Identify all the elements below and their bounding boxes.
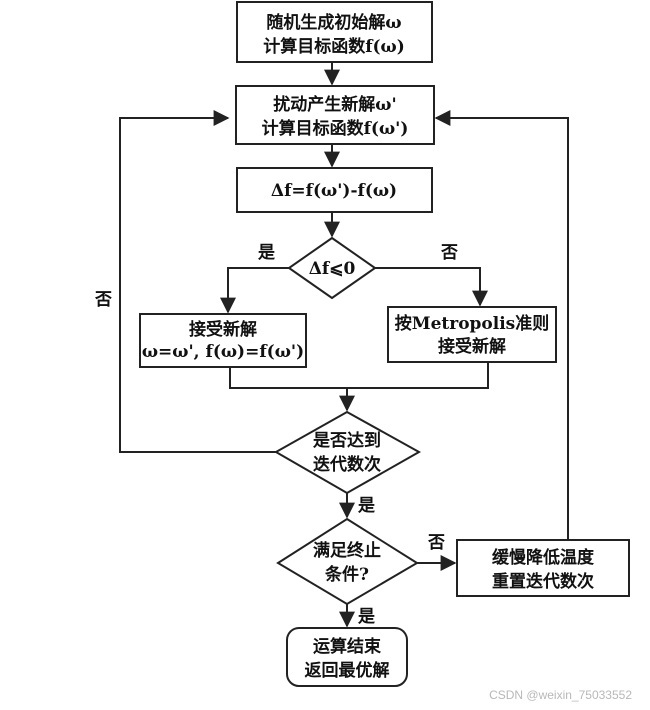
node-cool-line-2: 重置迭代数次 xyxy=(492,571,594,592)
node-perturb-line-1: 扰动产生新解ω' xyxy=(273,94,396,115)
node-iter-line-1: 是否达到 xyxy=(313,430,381,451)
node-terminate-line-2: 条件? xyxy=(324,564,369,585)
node-check-line-1: Δf⩽0 xyxy=(309,259,356,279)
node-delta-line-1: Δf=f(ω')-f(ω) xyxy=(271,181,397,201)
edge-merge xyxy=(229,362,489,389)
node-metro-line-1: 按Metropolis准则 xyxy=(395,313,550,334)
node-end: 运算结束 返回最优解 xyxy=(286,627,408,687)
watermark: CSDN @weixin_75033552 xyxy=(489,688,632,702)
node-perturb: 扰动产生新解ω' 计算目标函数f(ω') xyxy=(235,85,435,145)
node-accept-line-2: ω=ω', f(ω)=f(ω') xyxy=(142,342,304,362)
edges xyxy=(119,62,569,628)
label-terminate-no: 否 xyxy=(427,533,445,553)
label-iter-yes: 是 xyxy=(358,496,375,516)
label-check-yes: 是 xyxy=(258,243,275,263)
node-accept: 接受新解 ω=ω', f(ω)=f(ω') xyxy=(139,313,307,368)
node-init: 随机生成初始解ω 计算目标函数f(ω) xyxy=(236,1,433,63)
node-accept-line-1: 接受新解 xyxy=(189,319,257,340)
edge-iter-no xyxy=(119,110,276,453)
edge-cool-loop xyxy=(434,110,569,540)
node-perturb-line-2: 计算目标函数f(ω') xyxy=(262,118,409,139)
label-check-no: 否 xyxy=(440,243,458,263)
node-check: Δf⩽0 xyxy=(287,236,377,300)
node-delta: Δf=f(ω')-f(ω) xyxy=(236,167,433,213)
node-end-line-1: 运算结束 xyxy=(313,636,381,657)
label-iter-no: 否 xyxy=(94,290,112,310)
node-iter: 是否达到 迭代数次 xyxy=(273,410,422,495)
edge-check-yes xyxy=(220,267,289,314)
label-terminate-yes: 是 xyxy=(358,607,375,627)
node-metro: 按Metropolis准则 接受新解 xyxy=(387,306,557,363)
node-metro-line-2: 接受新解 xyxy=(438,336,506,357)
node-init-line-2: 计算目标函数f(ω) xyxy=(263,36,405,57)
node-cool: 缓慢降低温度 重置迭代数次 xyxy=(456,539,630,597)
node-end-line-2: 返回最优解 xyxy=(305,660,390,681)
node-terminate: 满足终止 条件? xyxy=(276,517,419,606)
edge-check-no xyxy=(375,267,488,307)
node-iter-line-2: 迭代数次 xyxy=(313,454,381,475)
node-init-line-1: 随机生成初始解ω xyxy=(266,12,401,33)
node-cool-line-1: 缓慢降低温度 xyxy=(492,547,595,568)
node-terminate-line-1: 满足终止 xyxy=(313,540,381,561)
